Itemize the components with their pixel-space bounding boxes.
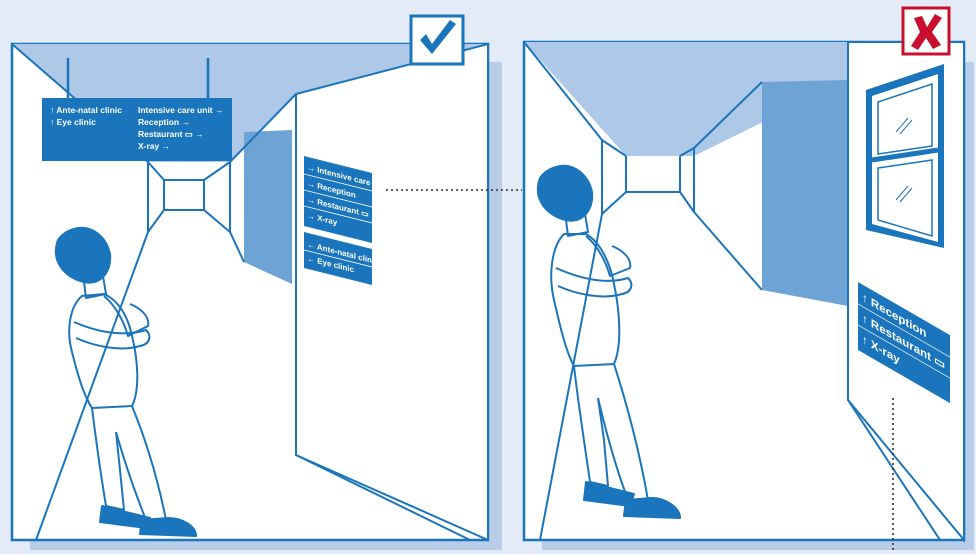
hanging-sign-right-line: X-ray → — [138, 141, 170, 151]
rejected-badge — [903, 8, 949, 54]
corridor-side-recess — [762, 80, 848, 306]
hanging-sign-right-line: Reception → — [138, 117, 190, 127]
hanging-sign-right-line: Intensive care unit → — [138, 105, 224, 115]
poor-signage-panel: ↑ Reception ↑ Restaurant ▭ ↑ X-ray — [524, 8, 974, 550]
corridor-side-recess — [244, 130, 292, 284]
corridor-right-wall — [296, 44, 488, 540]
hanging-direction-sign: ↑ Ante-natal clinic ↑ Eye clinic Intensi… — [42, 98, 232, 161]
hanging-sign-left-line: ↑ Eye clinic — [50, 117, 96, 127]
hanging-sign-right-line: Restaurant ▭ → — [138, 129, 204, 139]
approved-badge — [411, 16, 463, 64]
good-signage-panel: ↑ Ante-natal clinic ↑ Eye clinic Intensi… — [12, 16, 502, 550]
hanging-sign-left-line: ↑ Ante-natal clinic — [50, 105, 122, 115]
window — [866, 64, 944, 248]
